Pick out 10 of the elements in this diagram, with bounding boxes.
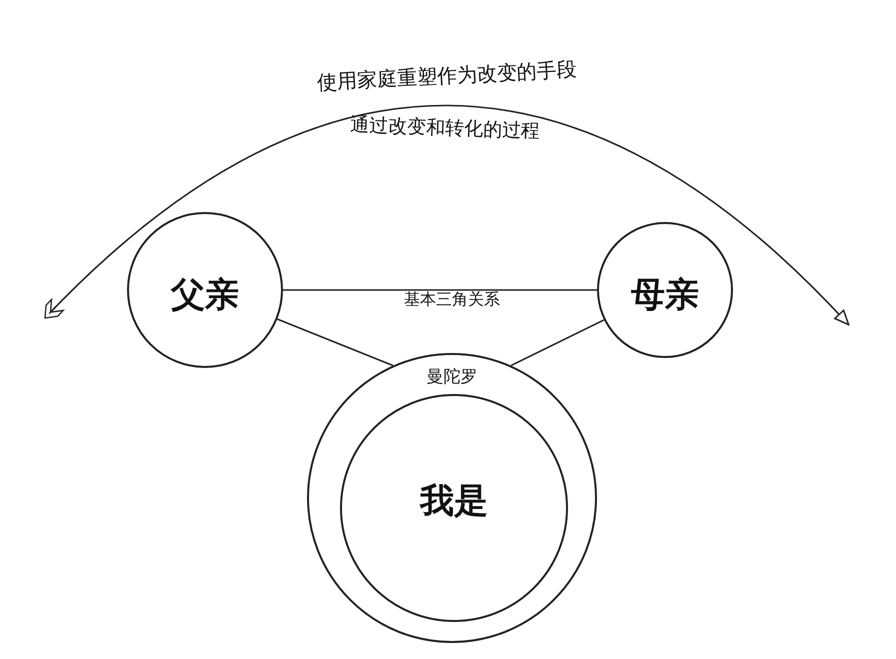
node-label: 曼陀罗 bbox=[426, 366, 478, 388]
triangle-label: 基本三角关系 bbox=[404, 290, 500, 310]
connector-line bbox=[277, 318, 394, 366]
connector-line bbox=[283, 289, 597, 291]
curve-caption: 通过改变和转化的过程 bbox=[350, 112, 540, 144]
node-label: 母亲 bbox=[631, 274, 699, 317]
connector-line bbox=[510, 319, 604, 366]
node-label: 我是 bbox=[420, 480, 488, 524]
node-label: 父亲 bbox=[171, 274, 239, 317]
curve-caption: 使用家庭重塑作为改变的手段 bbox=[316, 56, 578, 96]
